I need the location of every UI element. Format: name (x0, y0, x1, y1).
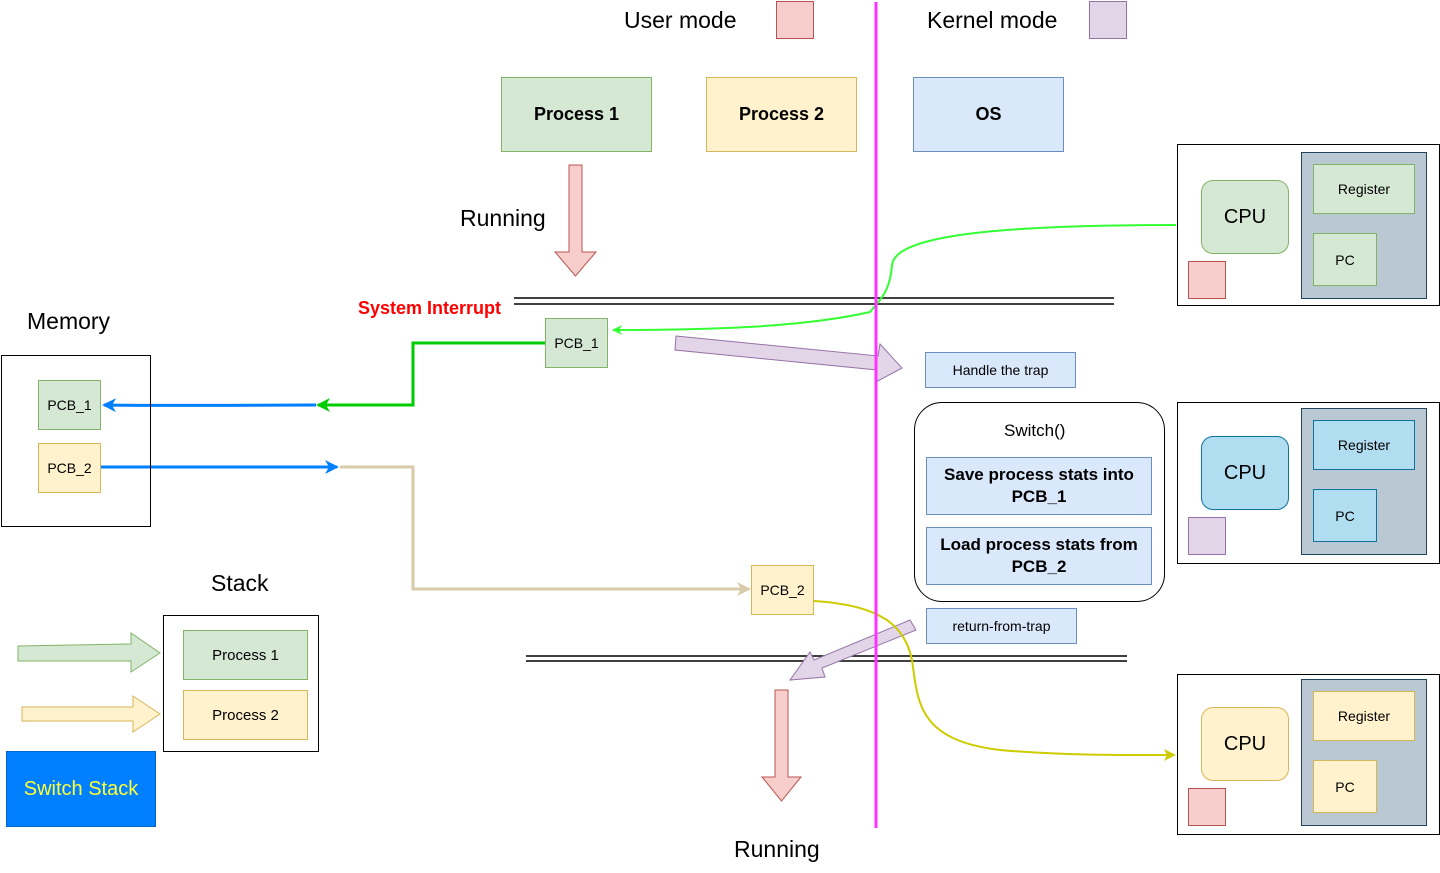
stack-container (163, 615, 319, 752)
switch-stack-label: Switch Stack (6, 751, 156, 827)
kernel-mode-swatch (1089, 1, 1127, 39)
cpu-1-mode-indicator (1188, 261, 1226, 299)
cpu-3-register: Register (1313, 691, 1415, 741)
memory-pcb2: PCB_2 (38, 443, 101, 493)
pcb1-to-memory-connector (316, 341, 545, 412)
user-mode-swatch (776, 1, 814, 39)
cpu1-to-pcb1-connector (612, 224, 1177, 335)
memory-title: Memory (27, 308, 111, 334)
stack-arrow-process2 (21, 695, 161, 733)
running-down-arrow-bottom (760, 689, 803, 802)
memory-pcb1: PCB_1 (38, 380, 101, 430)
cpu-2-pc: PC (1313, 489, 1377, 542)
switch-function-title: Switch() (1004, 421, 1066, 440)
cpu-3: CPU (1201, 707, 1289, 781)
cpu-1: CPU (1201, 180, 1289, 254)
handle-trap-box: Handle the trap (925, 352, 1076, 388)
os-box: OS (913, 77, 1064, 152)
cpu-3-mode-indicator (1188, 788, 1226, 826)
system-interrupt-label: System Interrupt (358, 298, 502, 318)
memory-container (1, 355, 151, 527)
running-label-bottom: Running (734, 836, 820, 862)
cpu-1-pc: PC (1313, 233, 1377, 286)
cpu-3-pc: PC (1313, 760, 1377, 813)
to-handle-trap-arrow (674, 335, 903, 383)
stack-title: Stack (211, 570, 269, 596)
cpu-2-mode-indicator (1188, 517, 1226, 555)
cpu-1-register: Register (1313, 164, 1415, 214)
memory-to-pcb2-connector (340, 465, 751, 596)
pcb2-transfer: PCB_2 (751, 565, 814, 615)
load-stats-step: Load process stats from PCB_2 (926, 527, 1152, 585)
stack-arrow-process1 (17, 632, 161, 673)
interrupt-double-line (514, 297, 1114, 305)
pcb1-transfer: PCB_1 (545, 318, 608, 368)
cpu-2-register: Register (1313, 420, 1415, 470)
save-stats-step: Save process stats into PCB_1 (926, 457, 1152, 515)
pcb2-to-cpu3-connector (813, 600, 1176, 762)
cpu-2: CPU (1201, 436, 1289, 510)
running-label-top: Running (460, 205, 546, 231)
process-1-box: Process 1 (501, 77, 652, 152)
running-down-arrow-top (553, 164, 598, 277)
user-mode-label: User mode (624, 7, 737, 33)
kernel-mode-label: Kernel mode (927, 7, 1058, 33)
process-2-box: Process 2 (706, 77, 857, 152)
stack-process-1: Process 1 (183, 630, 308, 680)
stack-process-2: Process 2 (183, 690, 308, 740)
return-from-trap-box: return-from-trap (926, 608, 1077, 644)
